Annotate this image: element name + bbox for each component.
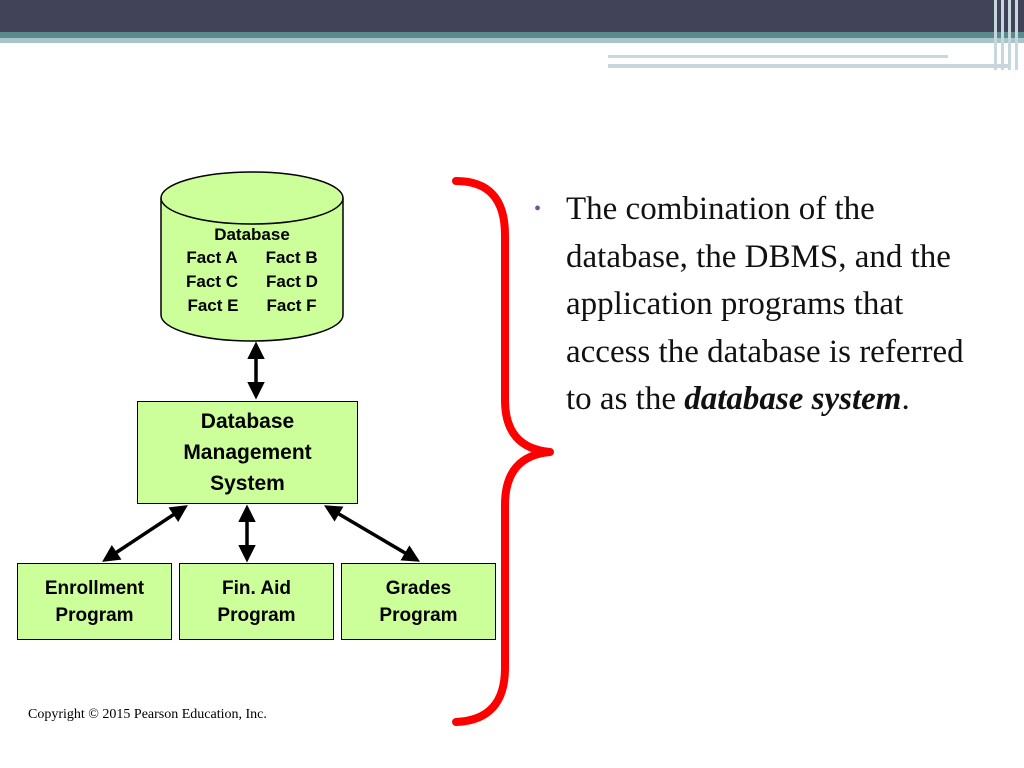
program-label: Enrollment Program — [44, 577, 145, 626]
database-cylinder — [160, 171, 344, 342]
fact-label: Fact A — [186, 248, 238, 267]
bullet-body: The combination of the database, the DBM… — [534, 186, 974, 424]
curly-brace — [452, 177, 554, 726]
bullet-point: • The combination of the database, the D… — [534, 186, 974, 424]
database-title: Database — [214, 225, 290, 244]
arrow-dbms-enrollment — [102, 505, 188, 562]
bullet-text-before: The combination of the database, the DBM… — [566, 191, 964, 417]
header-vertical-stripe — [1008, 0, 1011, 70]
header-accent-line — [608, 55, 948, 58]
header-teal-band — [0, 32, 1024, 38]
fact-row: Fact E Fact F — [160, 294, 344, 318]
fact-row: Fact A Fact B — [160, 246, 344, 270]
header-light-band — [0, 38, 1024, 43]
fact-label: Fact C — [186, 272, 238, 291]
fact-label: Fact B — [265, 248, 318, 267]
grades-program-box: Grades Program — [341, 563, 496, 640]
header-vertical-stripe — [994, 0, 997, 70]
dbms-box: Database Management System — [137, 401, 358, 504]
fact-label: Fact D — [266, 272, 318, 291]
enrollment-program-box: Enrollment Program — [17, 563, 172, 640]
header-accent-line-2 — [608, 64, 1008, 68]
fact-label: Fact E — [187, 296, 239, 315]
slide-header-banner — [0, 0, 1024, 70]
fact-label: Fact F — [266, 296, 317, 315]
arrow-dbms-grades — [323, 505, 421, 562]
header-vertical-stripe — [1015, 0, 1018, 70]
program-label: Fin. Aid Program — [217, 577, 296, 626]
header-dark-band — [0, 0, 1024, 32]
copyright-notice: Copyright © 2015 Pearson Education, Inc. — [28, 707, 267, 722]
bullet-text-after: . — [901, 381, 910, 417]
header-vertical-stripe — [1001, 0, 1004, 70]
database-facts: Fact A Fact B Fact C Fact D Fact E Fact … — [160, 246, 344, 318]
dbms-label: Database Management System — [183, 410, 312, 495]
finaid-program-box: Fin. Aid Program — [179, 563, 334, 640]
fact-row: Fact C Fact D — [160, 270, 344, 294]
bullet-emphasis: database system — [684, 381, 902, 417]
bullet-marker: • — [534, 198, 542, 220]
program-label: Grades Program — [379, 577, 458, 626]
